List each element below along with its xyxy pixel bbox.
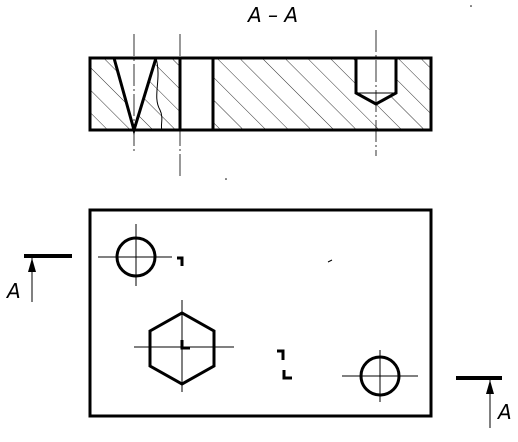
cut-label-right: A: [496, 400, 512, 424]
break-line: [155, 57, 163, 131]
cut-marker-right: A: [456, 376, 512, 428]
hatch-right: [213, 58, 431, 130]
corner-mark: [282, 370, 292, 380]
section-outline: [88, 56, 433, 132]
corner-mark: [277, 349, 285, 360]
section-view: A – A: [88, 3, 433, 176]
cut-marker-left: A: [5, 254, 72, 303]
corner-mark: [177, 256, 184, 266]
plan-outline: [88, 208, 433, 418]
countersink-void: [114, 58, 156, 130]
cut-label-left: A: [5, 279, 21, 303]
plan-view: [88, 5, 472, 418]
section-title: A – A: [246, 3, 298, 27]
